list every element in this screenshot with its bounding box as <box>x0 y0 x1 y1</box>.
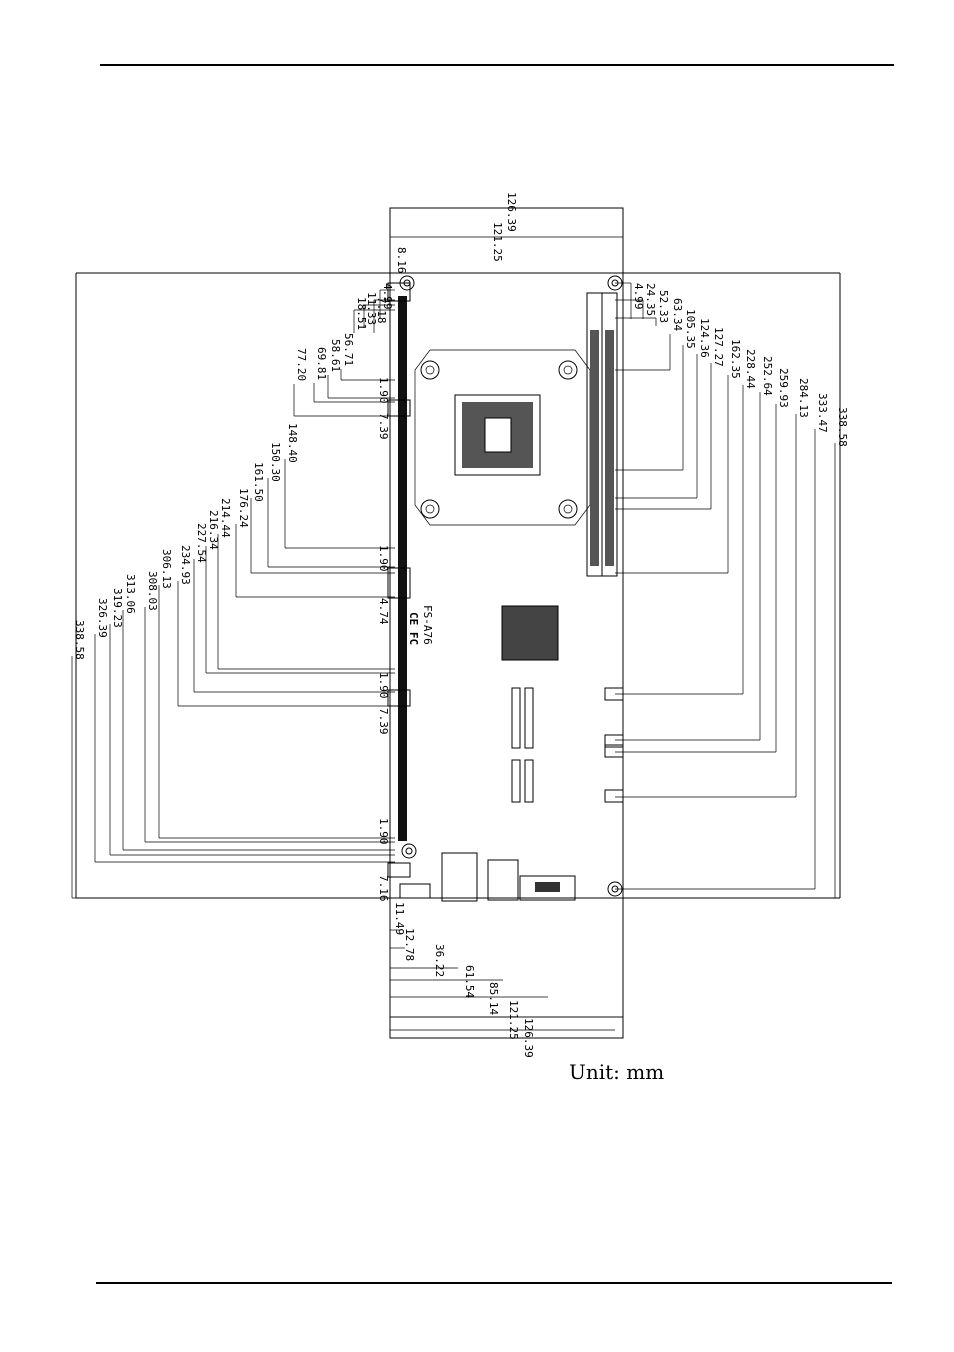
cpu-socket <box>414 349 591 526</box>
dimension-label: 319.23 <box>111 588 124 628</box>
edge-connector-end-bottom <box>387 862 411 878</box>
dimension-label: 216.34 <box>207 510 220 550</box>
header-rule <box>100 64 894 66</box>
dimension-label: 127.27 <box>712 327 725 367</box>
edge-connector-end-top <box>387 282 411 302</box>
dimension-label: 333.47 <box>816 393 829 433</box>
dimension-label: 326.39 <box>96 598 109 638</box>
dimension-label: 105.35 <box>684 309 697 349</box>
dimension-label: 69.81 <box>315 347 328 380</box>
dimension-label: 1.90 <box>377 545 390 572</box>
dimension-label: 338.58 <box>836 407 849 447</box>
dimension-label: 284.13 <box>797 378 810 418</box>
dimension-label: 7.16 <box>377 875 390 902</box>
dimension-label: 214.44 <box>219 498 232 538</box>
edge-key-3 <box>387 689 411 707</box>
dimension-label: 313.06 <box>124 574 137 614</box>
dimension-label: 8.16 <box>395 247 408 274</box>
bottom-io-connectors <box>399 852 576 902</box>
right-edge-connectors <box>604 687 624 803</box>
dimension-label: 58.61 <box>329 339 342 372</box>
dimension-label: 148.40 <box>286 423 299 463</box>
dimension-label: 1.90 <box>377 377 390 404</box>
dimension-label: 234.93 <box>179 545 192 585</box>
dimension-label: 24.35 <box>644 283 657 316</box>
dimension-label: 4.74 <box>377 598 390 625</box>
dimension-label: 85.14 <box>487 982 500 1015</box>
footer-rule <box>96 1282 892 1284</box>
dimension-label: 121.25 <box>507 1000 520 1040</box>
dimension-label: 36.22 <box>433 944 446 977</box>
expansion-connectors <box>511 687 534 803</box>
dimension-label: 56.71 <box>342 333 355 366</box>
dimension-label: 259.93 <box>777 368 790 408</box>
dimension-label: 4.99 <box>632 283 645 310</box>
dimension-label: 77.20 <box>295 348 308 381</box>
mounting-hole-top-left <box>399 275 415 291</box>
dimension-label: 126.39 <box>505 192 518 232</box>
dimension-label: 12.78 <box>403 928 416 961</box>
dimension-label: 124.36 <box>698 318 711 358</box>
dimension-label: 126.39 <box>522 1018 535 1058</box>
dimension-labels-left: 4.997.1811.3318.5156.7158.6169.8177.2014… <box>71 283 395 899</box>
dimension-label: 7.39 <box>377 708 390 735</box>
memory-slots <box>586 292 618 577</box>
dimension-label: 11.33 <box>365 292 378 325</box>
dimension-label: 150.30 <box>269 442 282 482</box>
dimension-label: 228.44 <box>744 349 757 389</box>
chipset <box>501 605 559 661</box>
dimension-label: 4.99 <box>381 283 394 310</box>
dimension-label: 162.35 <box>729 339 742 379</box>
dimension-label: 18.51 <box>355 297 368 330</box>
dimension-label: 306.13 <box>160 549 173 589</box>
dimension-label: 176.24 <box>237 488 250 528</box>
dimension-label: 1.90 <box>377 818 390 845</box>
dimension-label: 7.39 <box>377 413 390 440</box>
dimension-label: 252.64 <box>761 356 774 396</box>
dimension-label: 63.34 <box>671 298 684 331</box>
edge-key-2 <box>387 567 411 599</box>
dimension-label: 227.54 <box>195 523 208 563</box>
dimension-label: 52.33 <box>657 290 670 323</box>
dimension-label: 308.03 <box>146 571 159 611</box>
dimension-label: 61.54 <box>463 965 476 998</box>
edge-key-1 <box>387 399 411 417</box>
dimension-label: 121.25 <box>491 222 504 262</box>
dimension-labels-edge: 1.90 7.39 1.90 4.74 1.90 7.39 1.90 7.16 <box>377 377 390 902</box>
unit-label: Unit: mm <box>569 1060 665 1084</box>
dimension-label: 161.50 <box>252 462 265 502</box>
dimension-label: 338.58 <box>73 620 86 660</box>
board-model-label: FS-A76 <box>421 605 434 645</box>
dimension-label: 11.49 <box>393 902 406 935</box>
mounting-hole-bottom-left <box>401 843 417 859</box>
dimension-label: 1.90 <box>377 672 390 699</box>
certification-marks: CE FC <box>407 612 420 645</box>
board-outline <box>389 207 624 1039</box>
